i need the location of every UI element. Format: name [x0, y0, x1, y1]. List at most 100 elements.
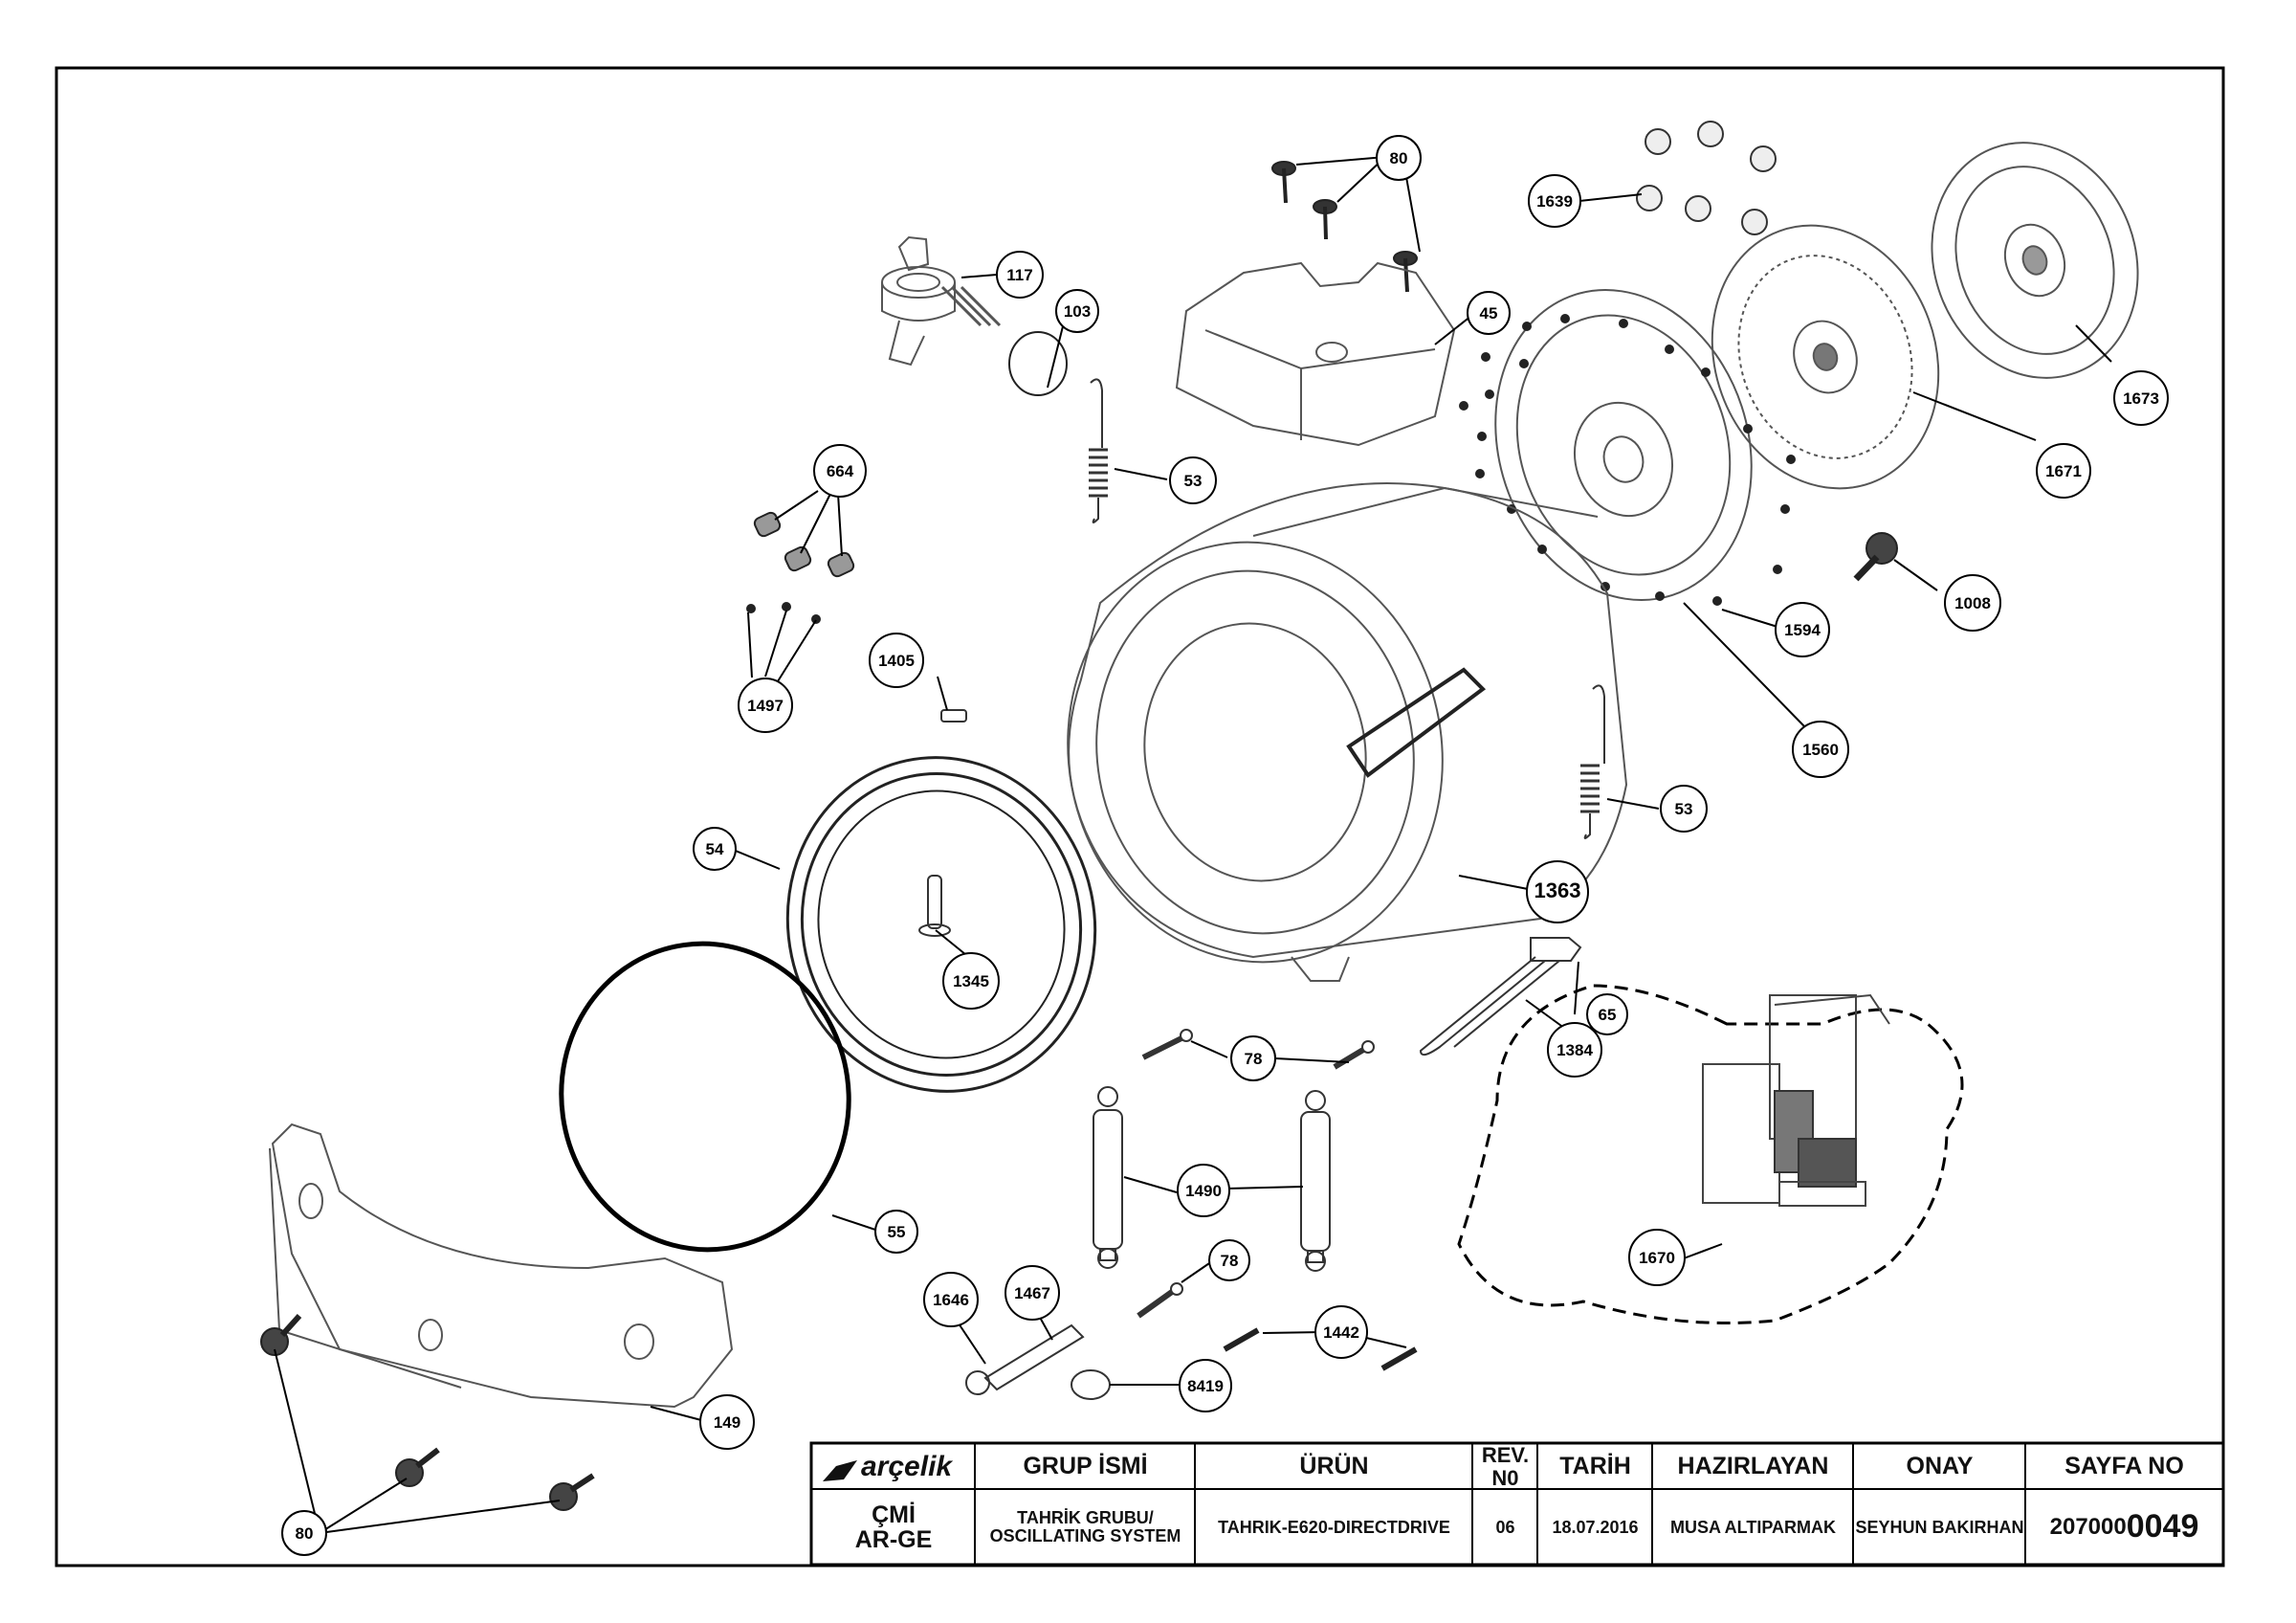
company-logo: arçelik — [861, 1451, 953, 1483]
header-date: TARİH — [1559, 1453, 1631, 1480]
screw-ring-1594 — [1459, 314, 1796, 606]
header-page-number: SAYFA NO — [2064, 1453, 2184, 1480]
callout-c1442: 1442 — [1314, 1305, 1368, 1359]
callout-circle — [923, 1272, 979, 1327]
spring-top-part — [1089, 378, 1108, 523]
callout-label: 1345 — [953, 972, 989, 990]
callout-c1671: 1671 — [2036, 443, 2091, 499]
callout-c1646: 1646 — [923, 1272, 979, 1327]
callout-label: 1560 — [1802, 741, 1839, 759]
callout-circle — [813, 444, 867, 498]
callout-circle — [1230, 1035, 1276, 1081]
value-approval: SEYHUN BAKIRHAN — [1855, 1517, 2024, 1537]
value-group-name: TAHRİK GRUBU/ OSCILLATING SYSTEM — [989, 1508, 1181, 1545]
callout-circle — [2113, 370, 2169, 426]
callout-circle — [1526, 860, 1589, 923]
spring-bottom-part — [1580, 684, 1605, 839]
callout-circle — [1169, 456, 1217, 504]
bolt-set-1639 — [1636, 121, 1777, 235]
callout-c80b: 80 — [281, 1510, 327, 1556]
department-label: ÇMİ AR-GE — [854, 1501, 933, 1553]
callout-c78b: 78 — [1208, 1239, 1250, 1281]
value-revision: 06 — [1495, 1517, 1515, 1537]
callout-c1497: 1497 — [738, 678, 793, 733]
callout-c78a: 78 — [1230, 1035, 1276, 1081]
central-bolt-part — [1853, 532, 1898, 582]
callout-label: 103 — [1064, 302, 1091, 321]
callout-label: 1384 — [1556, 1041, 1593, 1059]
callout-label: 1671 — [2045, 462, 2082, 480]
callout-circle — [1628, 1229, 1686, 1286]
header-product: ÜRÜN — [1299, 1453, 1369, 1480]
callout-c1670: 1670 — [1628, 1229, 1686, 1286]
header-approval: ONAY — [1906, 1453, 1974, 1480]
callout-label: 80 — [296, 1524, 314, 1543]
callout-circle — [738, 678, 793, 733]
callout-c1639: 1639 — [1528, 174, 1581, 228]
callout-label: 1673 — [2123, 389, 2159, 408]
header-group-name: GRUP İSMİ — [1023, 1453, 1148, 1480]
callout-label: 664 — [827, 462, 854, 480]
callout-circle — [1208, 1239, 1250, 1281]
callout-circle — [1376, 135, 1422, 181]
callout-c55: 55 — [874, 1210, 918, 1254]
rear-flange-part — [1494, 289, 1753, 601]
callout-label: 80 — [1390, 149, 1408, 167]
door-seal-part — [785, 756, 1097, 1093]
callout-circle — [1004, 1265, 1060, 1321]
header-prepared-by: HAZIRLAYAN — [1677, 1453, 1829, 1480]
callout-c1384: 1384 — [1547, 1022, 1602, 1078]
bolt-set-1442 — [1223, 1327, 1418, 1371]
value-prepared-by: MUSA ALTIPARMAK — [1670, 1517, 1836, 1537]
callout-c1594: 1594 — [1775, 602, 1830, 657]
callout-circle — [1467, 291, 1511, 335]
bushing-set-664 — [753, 511, 855, 578]
callout-label: 1670 — [1639, 1249, 1675, 1267]
callout-c53a: 53 — [1169, 456, 1217, 504]
callout-circle — [942, 952, 1000, 1010]
callout-circle — [874, 1210, 918, 1254]
callout-c1490: 1490 — [1177, 1164, 1230, 1217]
screw-set-bottom — [260, 1313, 595, 1511]
callout-label: 78 — [1221, 1252, 1239, 1270]
callout-label: 1008 — [1954, 594, 1991, 612]
heater-part — [1419, 937, 1582, 1056]
callout-label: 149 — [714, 1413, 740, 1432]
callout-label: 55 — [888, 1223, 906, 1241]
damper-part — [965, 1323, 1085, 1395]
callout-c103: 103 — [1055, 289, 1099, 333]
callout-circle — [1177, 1164, 1230, 1217]
stator-part — [1711, 224, 1940, 490]
callout-label: 1497 — [747, 697, 784, 715]
pin-78-bottom — [1137, 1282, 1183, 1319]
callout-label: 45 — [1480, 304, 1498, 322]
shock-absorber-right — [1300, 1090, 1331, 1272]
callout-label: 1467 — [1014, 1284, 1050, 1302]
callout-circle — [281, 1510, 327, 1556]
inlet-fitting-part — [881, 235, 1002, 367]
callout-c1560: 1560 — [1792, 721, 1849, 778]
title-block — [809, 1441, 2225, 1567]
clip-part-1405 — [940, 709, 967, 723]
rotor-part — [1931, 142, 2139, 379]
screw-set-top — [1271, 161, 1418, 293]
callout-c664: 664 — [813, 444, 867, 498]
callout-label: 1639 — [1536, 192, 1573, 211]
callout-label: 53 — [1184, 472, 1203, 490]
callout-label: 54 — [706, 840, 724, 858]
electronic-module-part — [1457, 984, 1964, 1324]
callout-c117: 117 — [996, 251, 1044, 299]
callout-c45: 45 — [1467, 291, 1511, 335]
pin-set-78-top — [1141, 1029, 1375, 1070]
callout-c54: 54 — [693, 827, 737, 871]
value-product: TAHRIK-E620-DIRECTDRIVE — [1218, 1517, 1450, 1537]
tub-part — [1067, 482, 1628, 982]
callout-label: 53 — [1675, 800, 1693, 818]
callout-c1673: 1673 — [2113, 370, 2169, 426]
nozzle-part — [918, 875, 951, 937]
shock-absorber-left — [1093, 1086, 1123, 1269]
callout-circle — [1179, 1359, 1232, 1412]
callout-circle — [996, 251, 1044, 299]
